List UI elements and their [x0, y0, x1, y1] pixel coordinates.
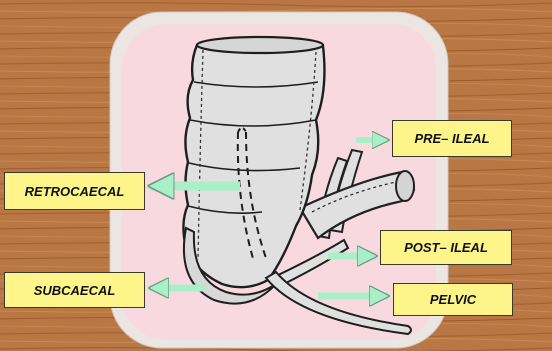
label-pelvic: PELVIC	[393, 283, 513, 316]
ileum-opening	[396, 171, 414, 201]
label-pre-ileal: PRE– ILEAL	[392, 120, 512, 157]
label-post-ileal: POST– ILEAL	[380, 230, 512, 265]
label-subcaecal: SUBCAECAL	[4, 272, 145, 308]
label-retrocaecal: RETROCAECAL	[4, 172, 145, 210]
colon-opening	[197, 37, 323, 53]
